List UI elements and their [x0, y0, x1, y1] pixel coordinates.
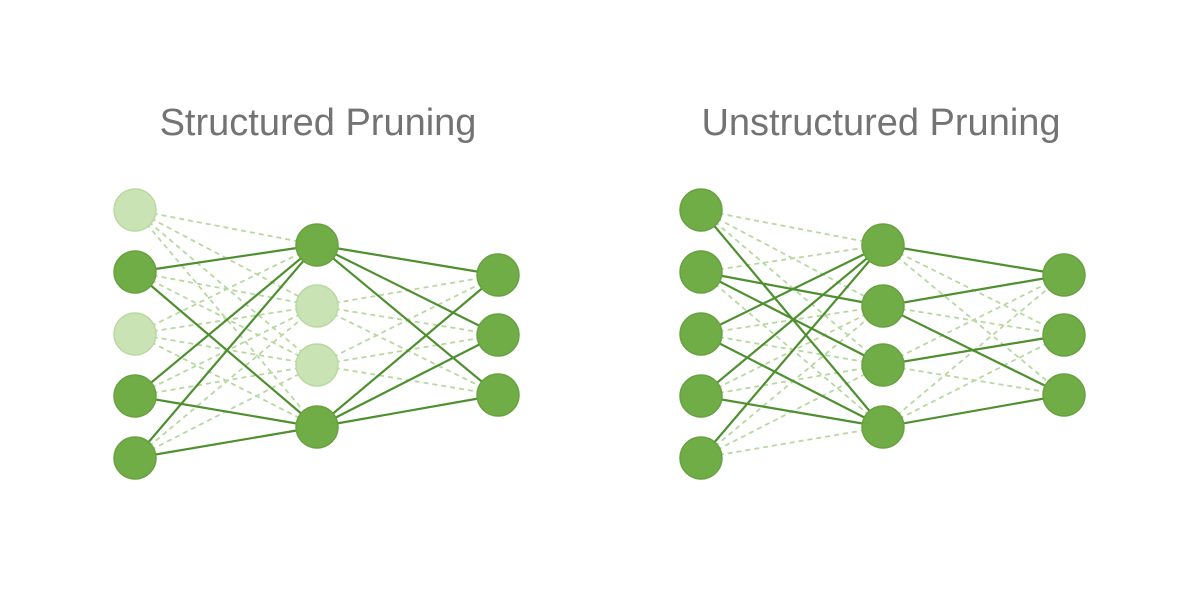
structured-pruning-hidden-neuron-4: [295, 405, 339, 449]
unstructured-pruning-hidden-neuron-4: [861, 405, 905, 449]
unstructured-pruning-hidden-neuron-3: [861, 343, 905, 387]
connection-edge-solid: [700, 244, 884, 335]
connection-edge-solid: [134, 244, 318, 459]
connection-edge-solid: [700, 333, 884, 428]
connection-edge-dashed: [134, 305, 318, 459]
unstructured-pruning-output-neuron-1: [1042, 253, 1086, 297]
unstructured-pruning-title: Unstructured Pruning: [701, 102, 1061, 144]
connection-edge-dashed: [882, 274, 1065, 366]
connection-edge-dashed: [700, 426, 884, 459]
connection-edge-dashed: [700, 209, 884, 366]
structured-pruning-network: [113, 188, 520, 480]
connection-edge-dashed: [700, 244, 884, 273]
unstructured-pruning-input-neuron-1: [679, 188, 723, 232]
structured-pruning-input-neuron-1-pruned: [113, 188, 157, 232]
connection-edge-dashed: [134, 209, 318, 246]
unstructured-pruning-hidden-neuron-2: [861, 284, 905, 328]
connection-edge-dashed: [700, 209, 884, 246]
structured-pruning-hidden-neuron-1: [295, 223, 339, 267]
connection-edge-solid: [134, 271, 318, 428]
unstructured-pruning-output-neuron-2: [1042, 313, 1086, 357]
connection-edge-dashed: [700, 333, 884, 366]
connection-edge-solid: [700, 394, 884, 429]
connection-edge-dashed: [134, 209, 318, 366]
connection-edge-solid: [316, 274, 499, 428]
structured-pruning-input-neuron-5: [113, 436, 157, 480]
connection-edge-dashed: [134, 244, 318, 335]
unstructured-pruning-input-neuron-2: [679, 250, 723, 294]
connection-edge-solid: [700, 244, 884, 459]
connection-edge-dashed: [882, 334, 1065, 428]
structured-pruning-output-neuron-3: [476, 373, 520, 417]
connection-edge-solid: [882, 333, 1065, 367]
connection-edge-solid: [316, 243, 499, 277]
connection-edge-solid: [134, 394, 318, 429]
structured-pruning-title: Structured Pruning: [159, 102, 477, 144]
connection-edge-solid: [700, 244, 884, 397]
connection-edge-solid: [316, 334, 499, 428]
connection-edge-solid: [316, 244, 499, 336]
unstructured-pruning-hidden-neuron-1: [861, 223, 905, 267]
connection-edge-solid: [882, 393, 1065, 429]
unstructured-pruning-output-neuron-3: [1042, 373, 1086, 417]
structured-pruning-output-neuron-2: [476, 313, 520, 357]
connection-edge-dashed: [134, 364, 318, 397]
structured-pruning-output-neuron-1: [476, 253, 520, 297]
connection-edge-solid: [134, 243, 318, 274]
unstructured-pruning-network: [679, 188, 1086, 480]
connection-edge-dashed: [134, 209, 318, 428]
structured-pruning-hidden-neuron-3-pruned: [295, 343, 339, 387]
structured-pruning-hidden-neuron-2-pruned: [295, 284, 339, 328]
unstructured-pruning-input-neuron-4: [679, 374, 723, 418]
connection-edge-solid: [882, 273, 1065, 308]
unstructured-pruning-input-neuron-5: [679, 436, 723, 480]
unstructured-pruning-input-neuron-3: [679, 312, 723, 356]
connection-edge-solid: [882, 243, 1065, 277]
connection-edge-solid: [134, 425, 318, 460]
connection-edge-solid: [316, 393, 499, 429]
connection-edge-dashed: [134, 271, 318, 366]
connection-edge-solid: [316, 244, 499, 396]
connection-edge-dashed: [700, 305, 884, 459]
structured-pruning-input-neuron-3-pruned: [113, 312, 157, 356]
structured-pruning-input-neuron-4: [113, 374, 157, 418]
structured-pruning-input-neuron-2: [113, 250, 157, 294]
connection-edge-solid: [134, 244, 318, 397]
connection-edge-solid: [700, 271, 884, 366]
